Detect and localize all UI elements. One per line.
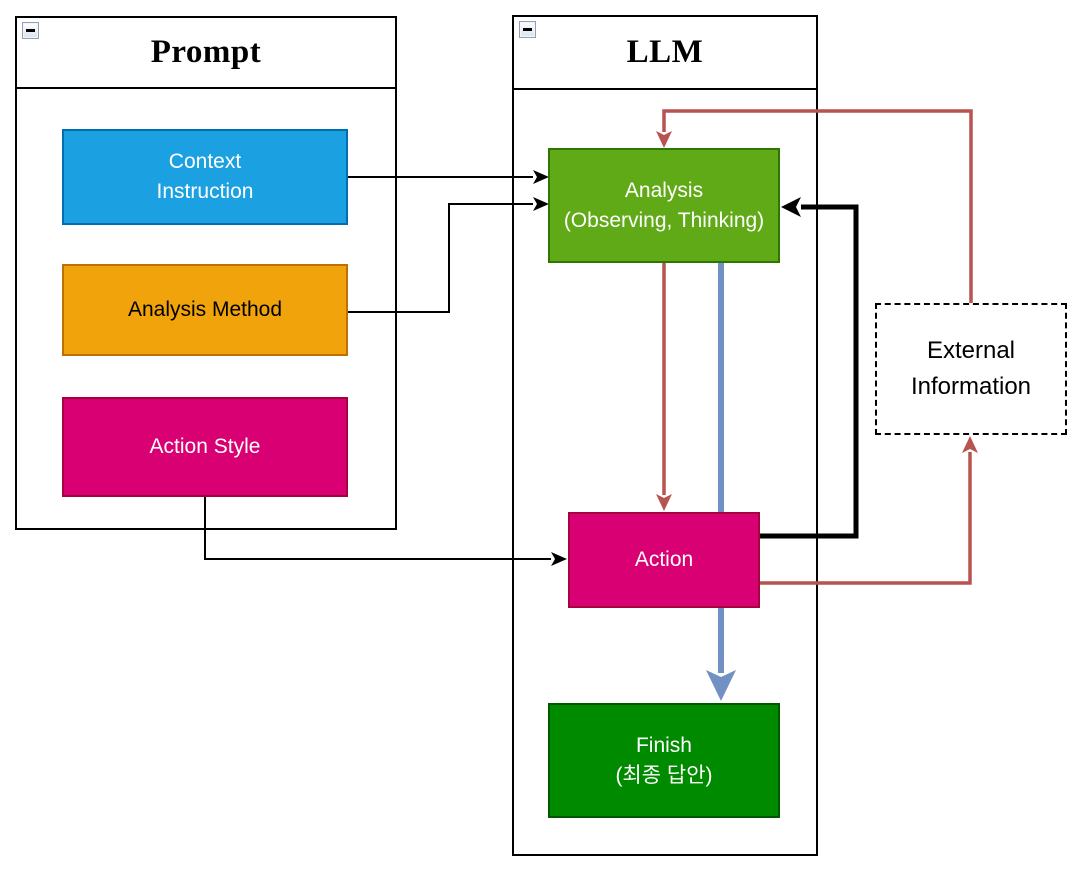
collapse-button[interactable] [22,22,39,39]
node-external-information: External Information [875,303,1067,435]
node-analysis: Analysis (Observing, Thinking) [548,148,780,263]
llm-title: LLM [626,34,704,70]
llm-container: LLM [512,15,818,856]
llm-titlebar: LLM [514,17,816,90]
node-analysis-method: Analysis Method [62,264,348,356]
node-action: Action [568,512,760,608]
minus-icon [523,28,532,31]
node-finish: Finish (최종 답안) [548,703,780,818]
prompt-titlebar: Prompt [17,18,395,89]
prompt-title: Prompt [150,34,262,70]
minus-icon [26,29,35,32]
collapse-button[interactable] [519,21,536,38]
prompt-container: Prompt [15,16,397,530]
node-context-instruction: Context Instruction [62,129,348,225]
node-action-style: Action Style [62,397,348,497]
